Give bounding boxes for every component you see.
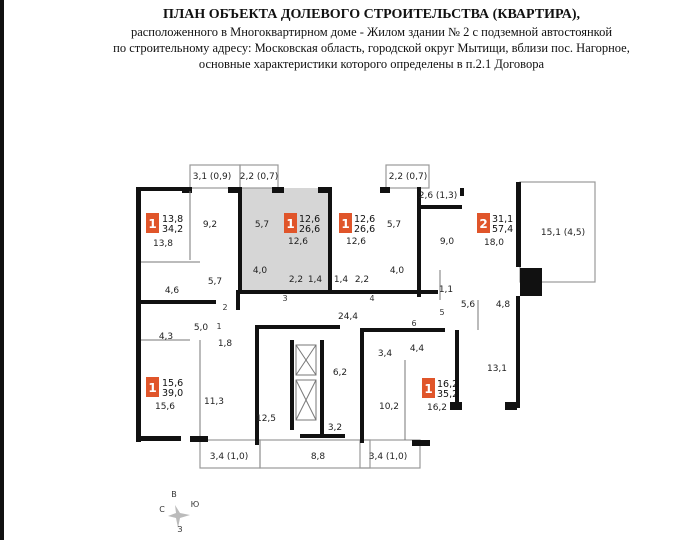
- room-area: 4,0: [253, 266, 268, 276]
- room-area: 1,8: [218, 339, 233, 349]
- svg-text:1: 1: [148, 217, 156, 231]
- door-numbers: 1 2 3 4 5 6: [216, 294, 444, 331]
- svg-text:С: С: [159, 505, 165, 514]
- room-area: 5,0: [194, 323, 209, 333]
- svg-text:5: 5: [439, 308, 444, 317]
- room-area: 18,0: [484, 238, 504, 248]
- svg-text:15,6: 15,6: [162, 378, 183, 389]
- svg-text:В: В: [171, 490, 177, 499]
- room-area: 3,4 (1,0): [369, 452, 408, 462]
- svg-text:35,2: 35,2: [437, 389, 458, 400]
- svg-text:16,2: 16,2: [437, 379, 458, 390]
- room-area: 13,1: [487, 364, 507, 374]
- balconies: [189, 164, 596, 469]
- svg-text:26,6: 26,6: [354, 224, 375, 235]
- room-area: 16,2: [427, 403, 447, 413]
- svg-text:2: 2: [479, 217, 487, 231]
- room-area: 4,3: [159, 332, 173, 342]
- room-area: 11,3: [204, 397, 224, 407]
- svg-text:31,1: 31,1: [492, 214, 513, 225]
- room-area: 4,0: [390, 266, 405, 276]
- room-area: 6,2: [333, 368, 347, 378]
- room-area: 2,2 (0,7): [240, 172, 279, 182]
- room-area: 1,4: [334, 275, 349, 285]
- room-area: 4,4: [410, 344, 425, 354]
- room-area: 12,5: [256, 414, 276, 424]
- svg-text:4: 4: [369, 294, 374, 303]
- svg-text:3: 3: [282, 294, 287, 303]
- svg-text:26,6: 26,6: [299, 224, 320, 235]
- room-area: 4,8: [496, 300, 511, 310]
- apartment-badge: 1 13,834,2: [146, 213, 183, 235]
- partitions: [141, 191, 479, 440]
- svg-text:1: 1: [424, 382, 432, 396]
- apartment-badge: 1 15,639,0: [146, 377, 183, 399]
- room-area: 3,2: [328, 423, 342, 433]
- highlighted-apartment: [239, 188, 330, 293]
- svg-text:1: 1: [341, 217, 349, 231]
- svg-text:57,4: 57,4: [492, 224, 513, 235]
- document-header: ПЛАН ОБЪЕКТА ДОЛЕВОГО СТРОИТЕЛЬСТВА (КВА…: [0, 6, 673, 72]
- room-area: 3,1 (0,9): [193, 172, 232, 182]
- room-area-labels: 3,1 (0,9) 2,2 (0,7) 2,2 (0,7) 2,6 (1,3) …: [153, 172, 585, 462]
- header-line-3: основные характеристики которого определ…: [198, 57, 545, 71]
- header-line-1: расположенного в Многоквартирном доме - …: [130, 25, 613, 39]
- svg-text:12,6: 12,6: [299, 214, 320, 225]
- svg-text:13,8: 13,8: [162, 214, 183, 225]
- room-area: 2,2: [289, 275, 303, 285]
- svg-text:1: 1: [148, 381, 156, 395]
- room-area: 9,2: [203, 220, 217, 230]
- apartment-badge: 1 12,626,6: [339, 213, 375, 235]
- room-area: 5,7: [255, 220, 269, 230]
- room-area: 5,7: [208, 277, 222, 287]
- svg-text:1: 1: [216, 322, 221, 331]
- walls: [136, 182, 542, 446]
- room-area: 8,8: [311, 452, 326, 462]
- apartment-badge: 2 31,157,4: [477, 213, 513, 235]
- room-area: 1,4: [308, 275, 323, 285]
- apartment-badge: 1 16,235,2: [422, 378, 458, 400]
- room-area: 5,7: [387, 220, 401, 230]
- svg-text:1: 1: [286, 217, 294, 231]
- room-area: 15,1 (4,5): [541, 228, 585, 238]
- compass-icon: В Ю С З: [159, 490, 199, 534]
- room-area: 3,4 (1,0): [210, 452, 249, 462]
- apartment-badge: 1 12,626,6: [284, 213, 320, 235]
- svg-text:З: З: [177, 525, 182, 534]
- svg-text:2: 2: [222, 303, 227, 312]
- room-area: 1,1: [439, 285, 453, 295]
- room-area: 3,4: [378, 349, 393, 359]
- room-area: 9,0: [440, 237, 455, 247]
- room-area: 15,6: [155, 402, 175, 412]
- svg-text:6: 6: [411, 319, 416, 328]
- room-area: 4,6: [165, 286, 180, 296]
- svg-text:34,2: 34,2: [162, 224, 183, 235]
- room-area: 2,2 (0,7): [389, 172, 428, 182]
- room-area: 12,6: [346, 237, 366, 247]
- room-area: 24,4: [338, 312, 358, 322]
- svg-text:12,6: 12,6: [354, 214, 375, 225]
- room-area: 12,6: [288, 237, 308, 247]
- room-area: 2,6 (1,3): [419, 191, 458, 201]
- page-edge-bar: [0, 0, 4, 540]
- svg-text:Ю: Ю: [191, 500, 200, 509]
- room-area: 13,8: [153, 239, 173, 249]
- room-area: 5,6: [461, 300, 476, 310]
- document-title: ПЛАН ОБЪЕКТА ДОЛЕВОГО СТРОИТЕЛЬСТВА (КВА…: [162, 7, 581, 22]
- svg-text:39,0: 39,0: [162, 388, 183, 399]
- room-area: 10,2: [379, 402, 399, 412]
- header-line-2: по строительному адресу: Московская обла…: [113, 41, 630, 55]
- room-area: 2,2: [355, 275, 369, 285]
